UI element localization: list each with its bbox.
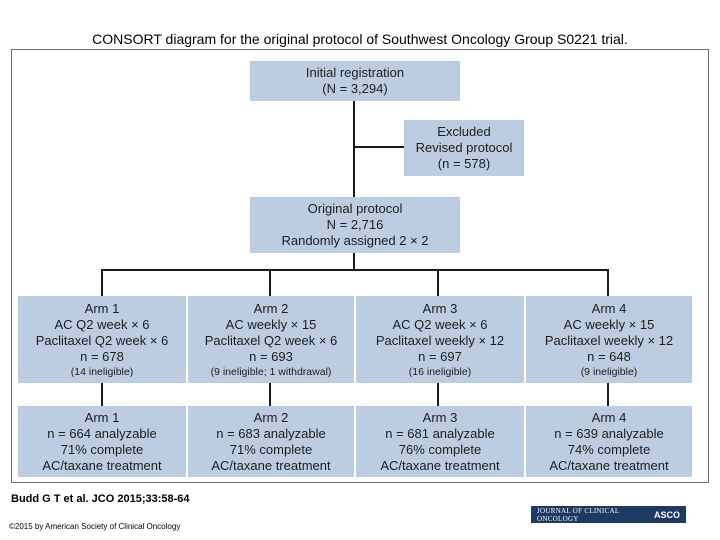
connector-line [437,269,439,297]
arm-note: (14 ineligible) [70,365,134,378]
society-name: ASCO [653,509,680,520]
arm-regimen-paclitaxel: Paclitaxel weekly × 12 [375,332,505,348]
arm-regimen-paclitaxel: Paclitaxel Q2 week × 6 [204,332,338,348]
arm-box-4: Arm 4 AC weekly × 15 Paclitaxel weekly ×… [526,296,692,383]
arm-count: n = 648 [587,348,631,364]
original-label: Original protocol [307,201,403,216]
registration-label: Initial registration [305,65,405,80]
connector-line [437,383,439,407]
outcome-analyzable: n = 664 analyzable [47,425,157,441]
original-protocol-box: Original protocol N = 2,716 Randomly ass… [250,197,460,253]
connector-line [607,269,609,297]
connector-line [101,269,609,271]
arm-regimen-ac: AC Q2 week × 6 [392,316,488,332]
arm-regimen-paclitaxel: Paclitaxel weekly × 12 [544,332,674,348]
connector-line [101,383,103,407]
connector-line [101,269,103,297]
outcome-complete: 74% complete [567,441,651,457]
excluded-reason: Revised protocol [415,140,513,155]
excluded-box: Excluded Revised protocol (n = 578) [404,120,524,176]
arm-count: n = 697 [418,348,462,364]
arm-regimen-ac: AC Q2 week × 6 [54,316,150,332]
outcome-complete: 71% complete [229,441,313,457]
outcome-analyzable: n = 681 analyzable [385,425,495,441]
outcome-arm-name: Arm 1 [84,409,120,425]
connector-line [607,383,609,407]
outcome-box-3: Arm 3 n = 681 analyzable 76% complete AC… [356,406,524,477]
copyright-notice: ©2015 by American Society of Clinical On… [9,522,181,531]
arm-count: n = 678 [80,348,124,364]
arm-box-3: Arm 3 AC Q2 week × 6 Paclitaxel weekly ×… [356,296,524,383]
arm-note: (9 ineligible; 1 withdrawal) [210,365,332,378]
outcome-box-4: Arm 4 n = 639 analyzable 74% complete AC… [526,406,692,477]
arm-name: Arm 4 [591,300,627,316]
diagram-frame [11,49,709,483]
arm-note: (9 ineligible) [580,365,638,378]
outcome-analyzable: n = 683 analyzable [216,425,326,441]
arm-regimen-ac: AC weekly × 15 [225,316,317,332]
outcome-complete: 71% complete [60,441,144,457]
journal-logo: JOURNAL OF CLINICAL ONCOLOGY ASCO [531,506,686,523]
journal-name: JOURNAL OF CLINICAL ONCOLOGY [537,506,620,523]
outcome-arm-name: Arm 4 [591,409,627,425]
connector-line [269,269,271,297]
outcome-arm-name: Arm 3 [422,409,458,425]
outcome-treatment: AC/taxane treatment [211,457,331,473]
original-randomization: Randomly assigned 2 × 2 [281,233,429,248]
outcome-box-2: Arm 2 n = 683 analyzable 71% complete AC… [188,406,354,477]
outcome-treatment: AC/taxane treatment [380,457,500,473]
outcome-box-1: Arm 1 n = 664 analyzable 71% complete AC… [18,406,186,477]
connector-line [354,146,404,148]
registration-count: (N = 3,294) [322,81,388,96]
arm-name: Arm 2 [253,300,289,316]
arm-name: Arm 3 [422,300,458,316]
initial-registration-box: Initial registration (N = 3,294) [250,61,460,101]
outcome-treatment: AC/taxane treatment [42,457,162,473]
arm-count: n = 693 [249,348,293,364]
arm-box-2: Arm 2 AC weekly × 15 Paclitaxel Q2 week … [188,296,354,383]
outcome-treatment: AC/taxane treatment [549,457,669,473]
citation: Budd G T et al. JCO 2015;33:58-64 [11,493,190,505]
outcome-complete: 76% complete [398,441,482,457]
connector-line [353,100,355,198]
original-count: N = 2,716 [326,217,384,232]
arm-box-1: Arm 1 AC Q2 week × 6 Paclitaxel Q2 week … [18,296,186,383]
arm-regimen-ac: AC weekly × 15 [563,316,655,332]
arm-note: (16 ineligible) [408,365,472,378]
connector-line [269,383,271,407]
connector-line [353,252,355,270]
excluded-label: Excluded [437,124,491,139]
arm-regimen-paclitaxel: Paclitaxel Q2 week × 6 [35,332,169,348]
excluded-count: (n = 578) [437,156,491,171]
diagram-title: CONSORT diagram for the original protoco… [92,31,628,47]
arm-name: Arm 1 [84,300,120,316]
outcome-analyzable: n = 639 analyzable [554,425,664,441]
outcome-arm-name: Arm 2 [253,409,289,425]
